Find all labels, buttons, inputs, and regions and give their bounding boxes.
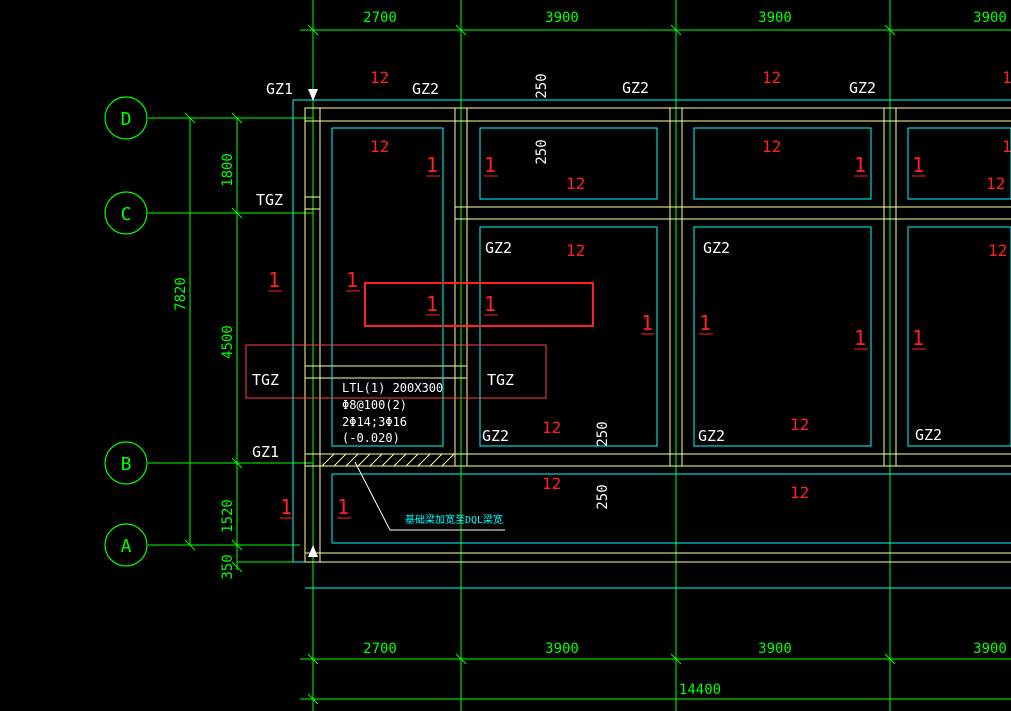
slab-type-mark: 1 xyxy=(484,153,496,177)
beam-note-line-1: LTL(1) 200X300 xyxy=(342,381,443,395)
beam-note-line-3: 2Φ14;3Φ16 xyxy=(342,415,407,429)
slab-type-mark: 1 xyxy=(912,153,924,177)
axis-label-b: B xyxy=(121,454,132,475)
slab-type-mark: 1 xyxy=(346,268,358,292)
column-label-tgz-right: TGZ xyxy=(487,371,514,389)
column-label-gz2-b-1: GZ2 xyxy=(482,427,509,445)
dim-bottom-total: 14400 xyxy=(679,682,721,698)
beam-note-line-4: (-0.020) xyxy=(342,431,400,445)
walls xyxy=(304,107,1011,563)
callout-text: 基础梁加宽至DQL梁宽 xyxy=(405,513,503,526)
dim-bottom-1: 2700 xyxy=(363,641,397,657)
axis-label-a: A xyxy=(121,536,132,557)
dim-left-3: 1520 xyxy=(220,499,236,533)
section-markers xyxy=(308,89,318,557)
dim-left-1: 1800 xyxy=(220,153,236,187)
highlight-boxes xyxy=(245,282,594,399)
slab-type-mark: 1 xyxy=(337,495,349,519)
slab-type-mark: 1 xyxy=(641,311,653,335)
slab-outlines xyxy=(292,99,1011,589)
dim-bottom-3: 3900 xyxy=(758,641,792,657)
slab-thickness-mark: 12 xyxy=(542,474,561,493)
slab-thickness-mark: 12 xyxy=(370,137,389,156)
column-label-gz2-b-3: GZ2 xyxy=(915,426,942,444)
axis-label-c: C xyxy=(121,204,132,225)
dim-top-3: 3900 xyxy=(758,10,792,26)
column-label-gz2-top-2: GZ2 xyxy=(622,79,649,97)
axis-label-d: D xyxy=(121,109,132,130)
dim-bottom-4: 3900 xyxy=(973,641,1007,657)
slab-type-mark: 1 xyxy=(484,292,496,316)
slab-type-mark: 1 xyxy=(854,326,866,350)
slab-thickness-mark: 12 xyxy=(790,415,809,434)
dim-bottom-2: 3900 xyxy=(545,641,579,657)
grid-lines xyxy=(148,0,1011,711)
wall-thickness-4: 250 xyxy=(595,484,611,509)
beam-note-line-2: Φ8@100(2) xyxy=(342,398,407,412)
slab-thickness-mark: 12 xyxy=(762,68,781,87)
callout-leader xyxy=(354,461,505,531)
wall-thickness-2: 250 xyxy=(534,139,550,164)
slab-type-mark: 1 xyxy=(426,153,438,177)
dim-left-total: 7820 xyxy=(173,277,189,311)
axis-bubbles xyxy=(104,96,148,567)
column-label-gz1-top: GZ1 xyxy=(266,80,293,98)
dim-left-4: 350 xyxy=(220,554,236,579)
dim-left-2: 4500 xyxy=(220,325,236,359)
slab-type-underlines xyxy=(268,175,926,519)
column-label-gz2-mid-1: GZ2 xyxy=(485,239,512,257)
column-label-gz2-mid-2: GZ2 xyxy=(703,239,730,257)
slab-thickness-mark: 12 xyxy=(370,68,389,87)
slab-type-mark: 1 xyxy=(280,495,292,519)
slab-type-mark: 1 xyxy=(912,326,924,350)
slab-thickness-mark: 12 xyxy=(790,483,809,502)
column-label-gz2-top-3: GZ2 xyxy=(849,79,876,97)
slab-type-mark: 1 xyxy=(268,268,280,292)
slab-thickness-mark: 12 xyxy=(566,174,585,193)
dim-top-2: 3900 xyxy=(545,10,579,26)
slab-thickness-mark: 12 xyxy=(1002,68,1011,87)
column-markers xyxy=(304,107,897,467)
column-label-gz2-top-1: GZ2 xyxy=(412,80,439,98)
column-label-gz2-b-2: GZ2 xyxy=(698,427,725,445)
column-label-tgz-c: TGZ xyxy=(256,191,283,209)
slab-thickness-mark: 12 xyxy=(986,174,1005,193)
column-label-gz1-b: GZ1 xyxy=(252,443,279,461)
column-label-tgz-left: TGZ xyxy=(252,371,279,389)
dim-top-4: 3900 xyxy=(973,10,1007,26)
slab-thickness-mark: 12 xyxy=(988,241,1007,260)
slab-thickness-mark: 12 xyxy=(762,137,781,156)
slab-thickness-mark: 12 xyxy=(542,418,561,437)
wall-thickness-1: 250 xyxy=(534,73,550,98)
wall-thickness-3: 250 xyxy=(595,421,611,446)
slab-thickness-mark: 12 xyxy=(1002,137,1011,156)
slab-type-mark: 1 xyxy=(699,311,711,335)
slab-type-mark: 1 xyxy=(854,153,866,177)
hatched-beam xyxy=(321,453,455,467)
slab-thickness-mark: 12 xyxy=(566,241,585,260)
slab-type-mark: 1 xyxy=(426,292,438,316)
dim-top-1: 2700 xyxy=(363,10,397,26)
